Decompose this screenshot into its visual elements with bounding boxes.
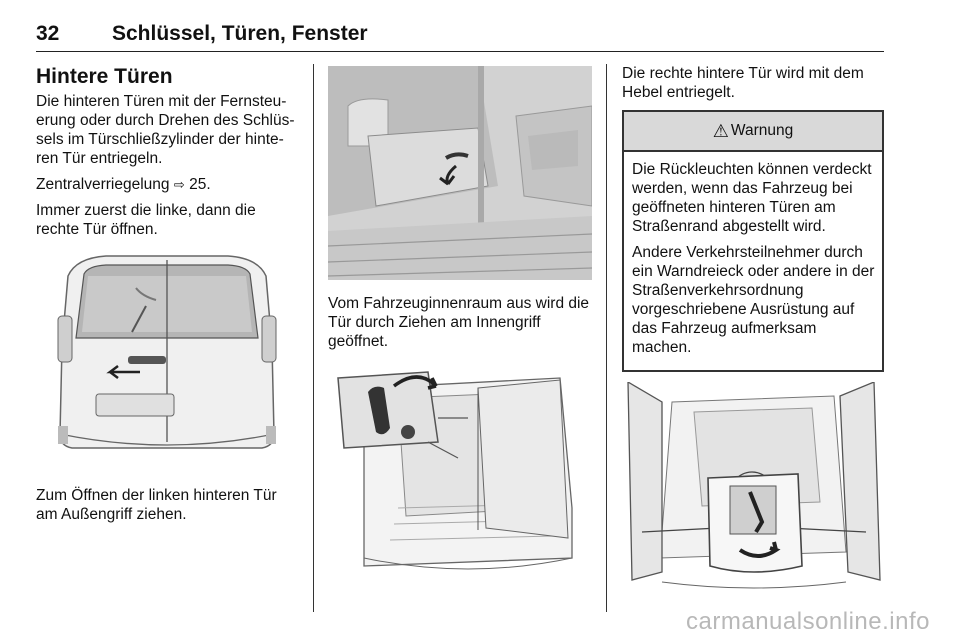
warning-paragraph-1: Die Rückleuchten können verdeckt werden,… xyxy=(632,161,872,235)
column-1: Hintere Türen Die hinteren Türen mit der… xyxy=(36,64,298,531)
warning-box: ⚠ Warnung Die Rückleuchten können verdec… xyxy=(622,110,884,372)
reference-page[interactable]: 25. xyxy=(189,176,211,193)
chapter-title: Schlüssel, Türen, Fenster xyxy=(112,22,368,45)
rear-door-interior-lever-illustration xyxy=(328,358,592,582)
warning-header: ⚠ Warnung xyxy=(624,112,882,152)
column-3: Die rechte hintere Tür wird mit dem Hebe… xyxy=(622,64,884,594)
page-reference-arrow-icon: ⇨ xyxy=(173,177,185,192)
right-door-lever-illustration xyxy=(622,382,884,594)
warning-title: Warnung xyxy=(730,122,794,139)
column-divider-right xyxy=(606,64,607,612)
page-header: 32 Schlüssel, Türen, Fenster xyxy=(36,22,884,52)
lever-paragraph: Die rechte hintere Tür wird mit dem Hebe… xyxy=(622,65,864,101)
warning-body: Die Rückleuchten können verdeckt werden,… xyxy=(624,152,882,370)
watermark: carmanualsonline.info xyxy=(686,608,930,635)
rear-doors-exterior-illustration xyxy=(36,246,298,474)
central-locking-reference: Zentralverriegelung ⇨ 25. xyxy=(36,175,298,194)
exterior-handle-caption: Zum Öffnen der linken hinteren Tür am Au… xyxy=(36,487,277,523)
order-paragraph: Immer zuerst die linke, dann die rechte … xyxy=(36,202,256,238)
column-2: Vom Fahrzeuginnenraum aus wird die Tür d… xyxy=(328,64,592,582)
page-number: 32 xyxy=(36,22,60,45)
interior-handle-caption: Vom Fahrzeuginnenraum aus wird die Tür d… xyxy=(328,295,590,350)
warning-triangle-icon: ⚠ xyxy=(712,120,729,141)
column-divider-left xyxy=(313,64,314,612)
warning-paragraph-2: Andere Verkehrsteilnehmer durch ein Warn… xyxy=(632,244,875,356)
intro-paragraph: Die hinteren Türen mit der Fernsteu­erun… xyxy=(36,93,295,167)
interior-door-handle-photo xyxy=(328,66,592,280)
section-heading: Hintere Türen xyxy=(36,65,173,88)
reference-label: Zentralverriegelung xyxy=(36,176,170,193)
